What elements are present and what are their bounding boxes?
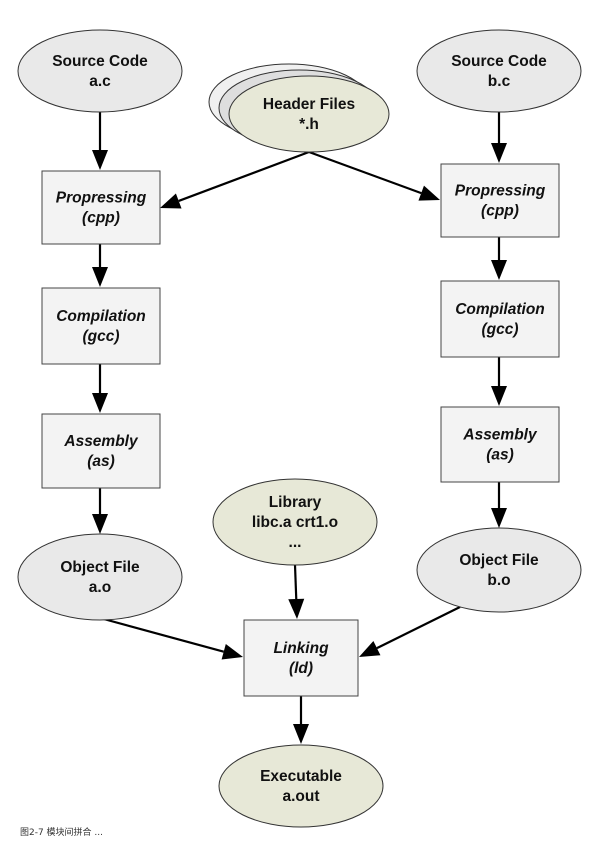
arrowhead (288, 598, 305, 619)
node-label: (as) (87, 453, 115, 470)
node-label: Assembly (63, 433, 139, 450)
edge-gcc_a-to-as_a (92, 364, 108, 413)
node-lib: Library libc.a crt1.o... (212, 478, 378, 566)
node-shape (17, 533, 183, 621)
arrowhead (418, 185, 440, 201)
node-label: (ld) (289, 660, 313, 677)
node-src_b: Source Code b.c (416, 29, 582, 113)
node-shape (41, 287, 161, 365)
arrowhead (359, 640, 381, 657)
edge-line (376, 606, 461, 650)
node-label: Object File (60, 559, 140, 576)
edge-header-to-cpp_a (160, 150, 310, 209)
node-label: Source Code (451, 53, 547, 70)
node-label: libc.a crt1.o (252, 514, 338, 531)
edges-layer (92, 112, 507, 744)
node-exe: Executable a.out (218, 744, 384, 828)
edge-as_a-to-obj_a (92, 488, 108, 534)
node-label: Assembly (462, 427, 538, 444)
node-header: Header Files *.h (208, 63, 390, 153)
arrowhead (293, 724, 309, 744)
node-shape (218, 744, 384, 828)
arrowhead (491, 260, 507, 280)
node-label: (cpp) (481, 203, 519, 220)
node-cpp_b: Propressing (cpp) (440, 163, 560, 238)
arrowhead (160, 193, 182, 209)
node-label: (as) (486, 447, 514, 464)
node-as_a: Assembly (as) (41, 413, 161, 489)
node-obj_a: Object File a.o (17, 533, 183, 621)
node-label: (cpp) (82, 210, 120, 227)
arrowhead (92, 393, 108, 413)
edge-src_a-to-cpp_a (92, 112, 108, 170)
edge-line (308, 150, 422, 195)
arrowhead (491, 508, 507, 528)
node-label: (gcc) (82, 328, 119, 345)
arrowhead (92, 150, 108, 170)
node-shape (440, 280, 560, 358)
node-label: ... (289, 534, 302, 551)
edge-line (99, 616, 224, 653)
node-gcc_b: Compilation (gcc) (440, 280, 560, 358)
node-shape (212, 478, 378, 566)
node-label: b.c (488, 73, 511, 90)
edge-line (178, 150, 310, 202)
node-as_b: Assembly (as) (440, 406, 560, 483)
node-ld: Linking (ld) (243, 619, 359, 697)
edge-ld-to-exe (293, 696, 309, 744)
node-cpp_a: Propressing (cpp) (41, 170, 161, 245)
edge-line (293, 564, 298, 600)
node-label: a.c (89, 73, 111, 90)
node-shape (440, 406, 560, 483)
node-shape (17, 29, 183, 113)
node-label: Compilation (455, 301, 545, 318)
arrowhead (491, 386, 507, 406)
node-label: *.h (299, 116, 319, 133)
node-obj_b: Object File b.o (416, 527, 582, 613)
node-src_a: Source Code a.c (17, 29, 183, 113)
edge-header-to-cpp_b (308, 150, 440, 201)
node-shape (41, 170, 161, 245)
node-label: a.out (282, 788, 319, 805)
edge-cpp_b-to-gcc_b (491, 237, 507, 280)
node-label: a.o (89, 579, 111, 596)
node-label: Executable (260, 768, 342, 785)
node-gcc_a: Compilation (gcc) (41, 287, 161, 365)
node-label: b.o (487, 572, 510, 589)
arrowhead (491, 143, 507, 163)
node-shape (416, 29, 582, 113)
node-label: (gcc) (481, 321, 518, 338)
node-shape (243, 619, 359, 697)
node-shape (41, 413, 161, 489)
node-label: Propressing (455, 183, 546, 200)
edge-cpp_a-to-gcc_a (92, 244, 108, 287)
edge-gcc_b-to-as_b (491, 357, 507, 406)
node-shape (440, 163, 560, 238)
node-label: Object File (459, 552, 539, 569)
edge-src_b-to-cpp_b (491, 112, 507, 163)
arrowhead (92, 267, 108, 287)
node-shape (416, 527, 582, 613)
node-label: Compilation (56, 308, 146, 325)
edge-obj_a-to-ld (99, 616, 243, 660)
arrowhead (221, 644, 243, 660)
node-label: Header Files (263, 96, 355, 113)
node-label: Source Code (52, 53, 148, 70)
node-shape (228, 75, 390, 153)
node-label: Library (269, 494, 322, 511)
edge-obj_b-to-ld (359, 606, 461, 657)
node-label: Propressing (56, 190, 147, 207)
node-label: Linking (273, 640, 329, 657)
figure-caption: 图2-7 模块间拼合 ... (20, 828, 104, 838)
edge-lib-to-ld (288, 564, 305, 619)
arrowhead (92, 514, 108, 534)
edge-as_b-to-obj_b (491, 482, 507, 528)
